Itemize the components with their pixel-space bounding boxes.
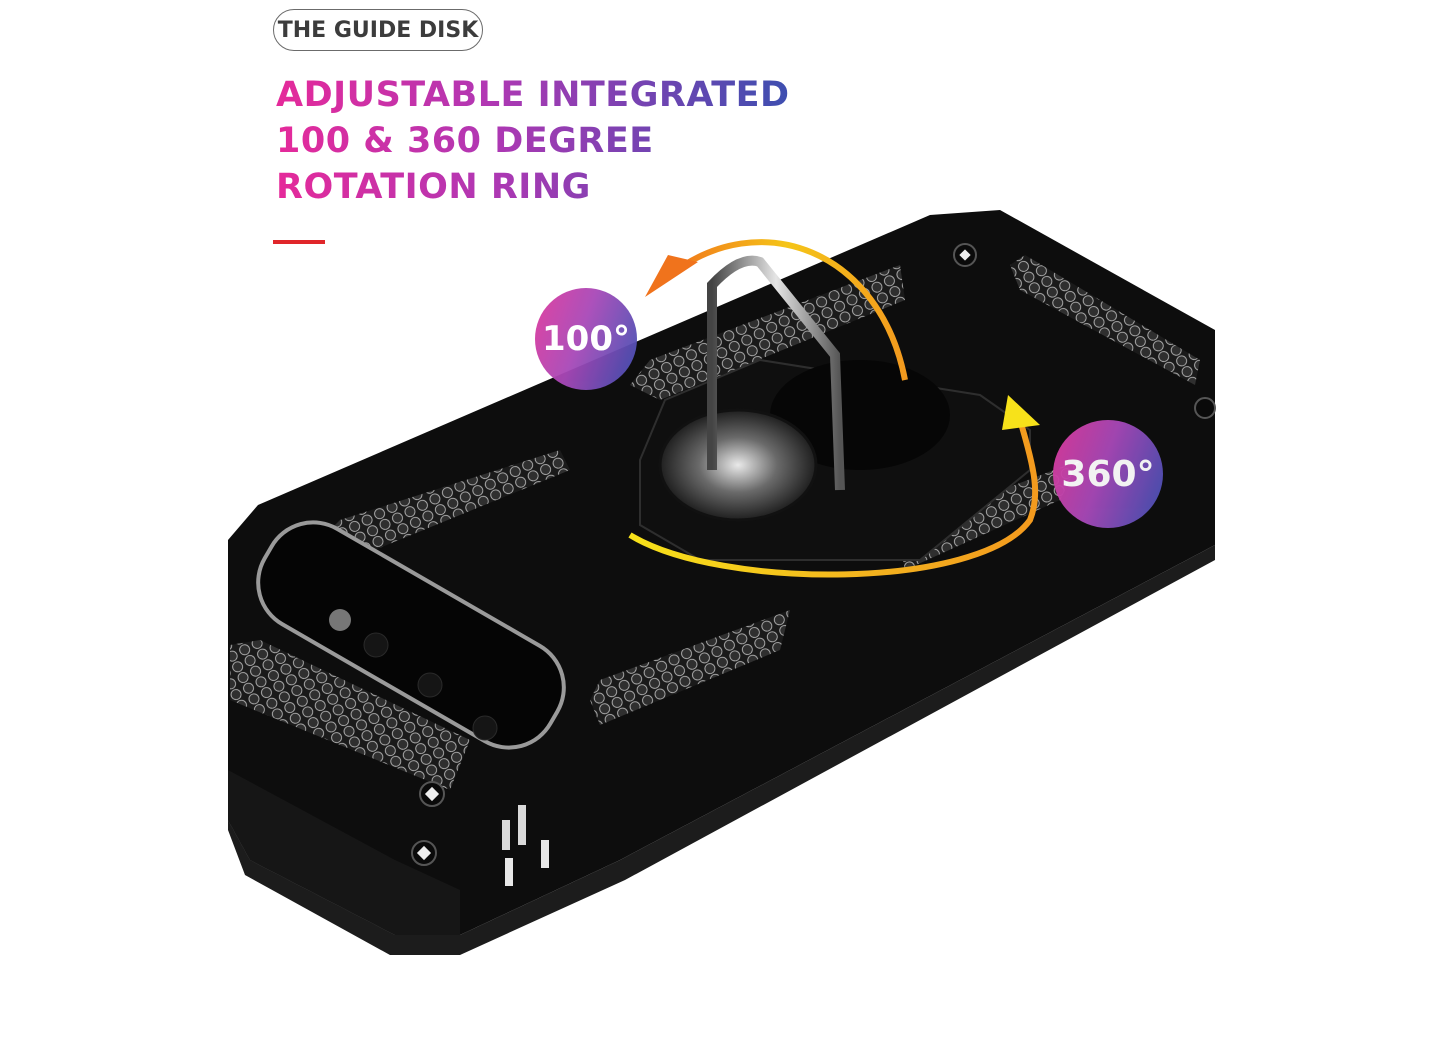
ring-holder bbox=[658, 255, 845, 522]
headline-line-3: ROTATION RING bbox=[276, 164, 591, 210]
headline-line-1: ADJUSTABLE INTEGRATED bbox=[276, 72, 790, 118]
guide-disk-pill: THE GUIDE DISK bbox=[273, 9, 483, 51]
tilt-badge-label: 100° bbox=[542, 319, 630, 359]
phone-case bbox=[228, 210, 1216, 955]
rotate-arrowhead-icon bbox=[1002, 395, 1040, 430]
rotate-arrow-icon bbox=[628, 419, 1039, 578]
guide-disk-label: THE GUIDE DISK bbox=[277, 17, 479, 43]
rotate-360-degree-badge: 360° bbox=[1053, 420, 1163, 528]
rotate-badge-label: 360° bbox=[1061, 453, 1155, 495]
accent-divider bbox=[273, 240, 325, 244]
headline-line-2: 100 & 360 DEGREE bbox=[276, 118, 654, 164]
headline: ADJUSTABLE INTEGRATED 100 & 360 DEGREE R… bbox=[276, 72, 790, 210]
tilt-100-degree-badge: 100° bbox=[535, 288, 637, 390]
rotation-arrows bbox=[628, 239, 1040, 578]
tilt-arrowhead-icon bbox=[645, 255, 698, 297]
camera-module bbox=[256, 520, 566, 750]
tilt-arrow-icon bbox=[668, 239, 908, 381]
